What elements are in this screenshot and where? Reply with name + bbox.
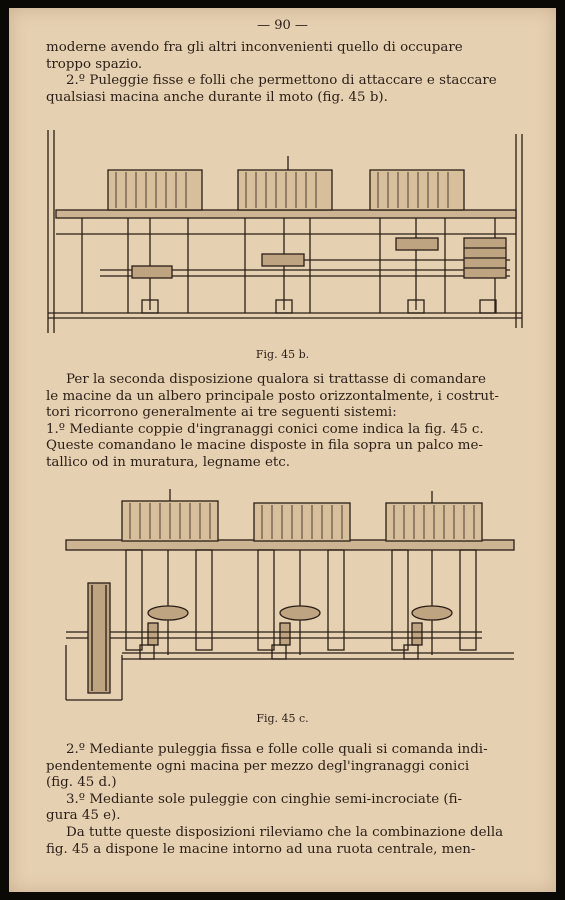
text-line: tori ricorrono generalmente ai tre segue… xyxy=(46,405,397,421)
figure-45b-caption: Fig. 45 b. xyxy=(255,348,310,361)
text-line: le macine da un albero principale posto … xyxy=(46,388,499,404)
text-line: pendentemente ogni macina per mezzo degl… xyxy=(46,758,470,774)
text-line: 3.º Mediante sole puleggie con cinghie s… xyxy=(66,791,463,807)
figure-45c-illustration xyxy=(65,489,515,701)
text-line: gura 45 e). xyxy=(46,808,121,824)
text-line: 2.º Puleggie fisse e folli che permetton… xyxy=(66,73,497,89)
figure-45b-illustration xyxy=(47,130,523,333)
text-line: Da tutte queste disposizioni rileviamo c… xyxy=(66,824,504,840)
text-line: 1.º Mediante coppie d'ingranaggi conici … xyxy=(46,421,484,437)
text-line: Per la seconda disposizione qualora si t… xyxy=(66,372,486,387)
text-line: Queste comandano le macine disposte in f… xyxy=(46,438,483,454)
text-line: 2.º Mediante puleggia fissa e folle coll… xyxy=(66,742,488,757)
paragraph-top: moderne avendo fra gli altri inconvenien… xyxy=(46,40,528,106)
text-line: qualsiasi macina anche durante il moto (… xyxy=(46,89,388,105)
text-line: moderne avendo fra gli altri inconvenien… xyxy=(46,40,463,55)
text-line: troppo spazio. xyxy=(46,56,143,72)
paragraph-middle: Per la seconda disposizione qualora si t… xyxy=(46,372,528,472)
book-page xyxy=(9,8,556,892)
text-line: (fig. 45 d.) xyxy=(46,775,117,791)
figure-45c-caption: Fig. 45 c. xyxy=(256,712,309,725)
page-number: — 90 — xyxy=(257,18,308,33)
text-line: fig. 45 a dispone le macine intorno ad u… xyxy=(46,841,476,857)
text-line: tallico od in muratura, legname etc. xyxy=(46,454,291,470)
paragraph-bottom: 2.º Mediante puleggia fissa e folle coll… xyxy=(46,742,528,858)
